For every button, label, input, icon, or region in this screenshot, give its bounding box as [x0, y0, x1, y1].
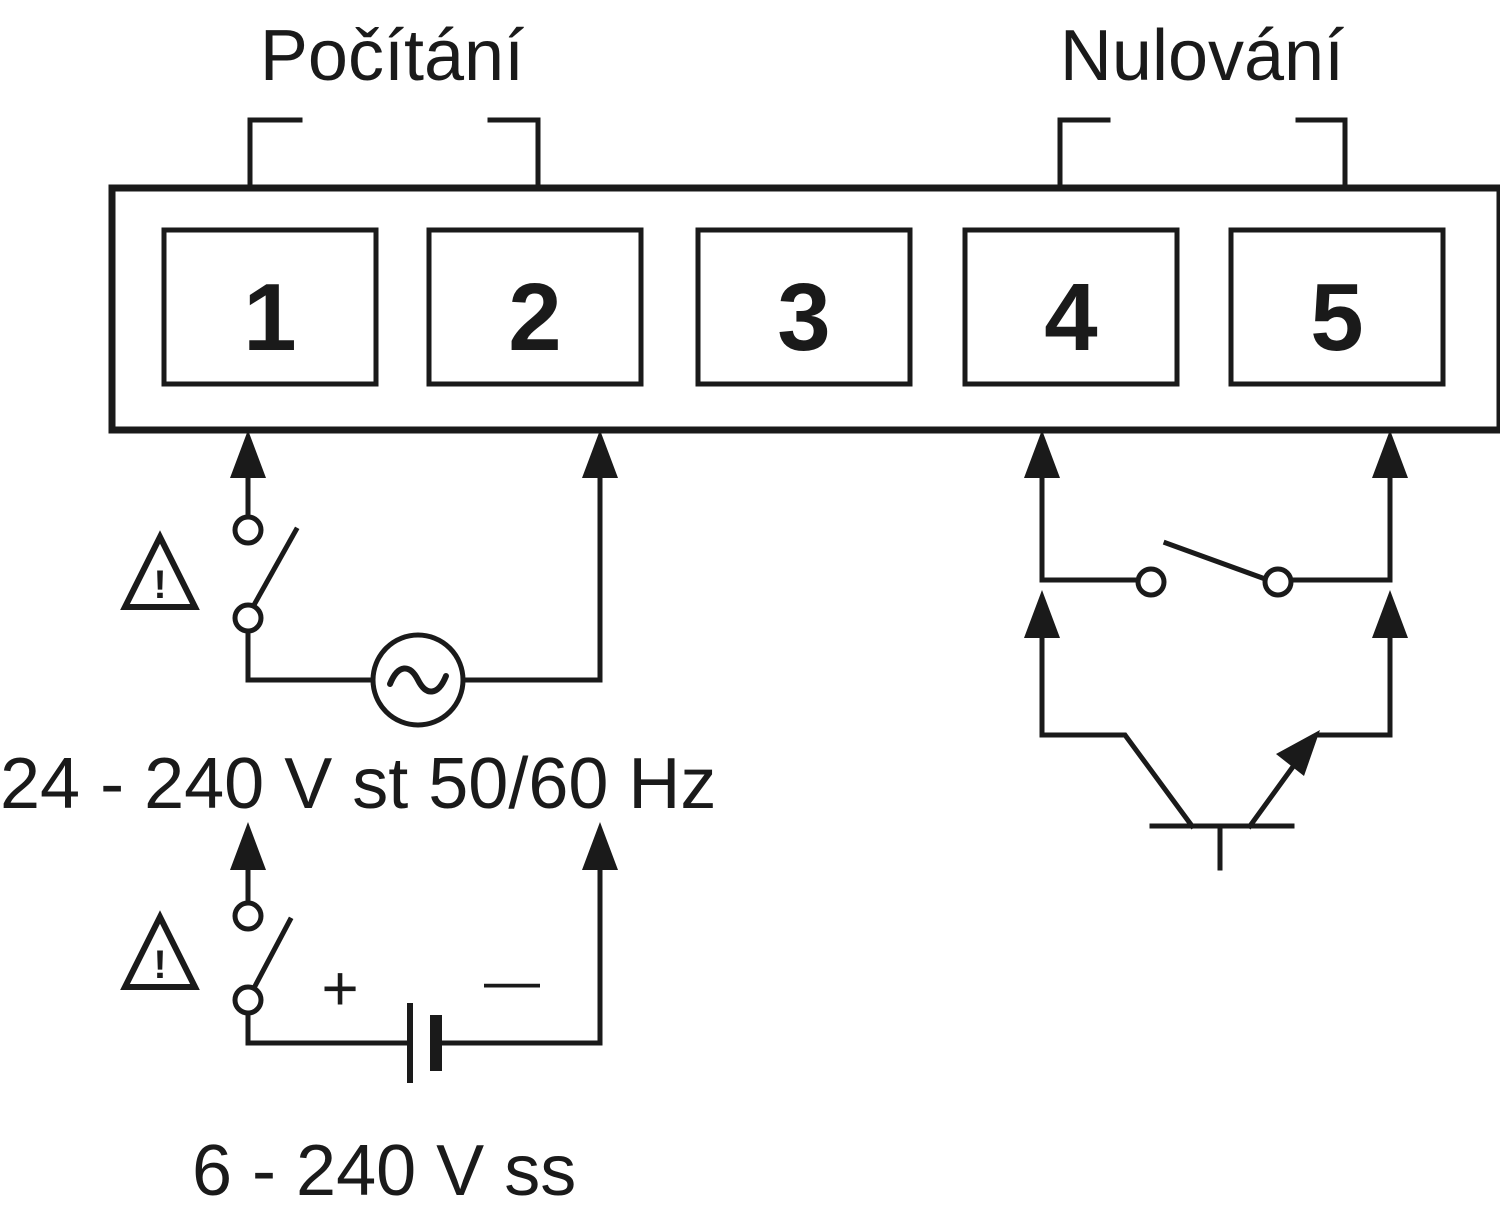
reset-switch-blade: [1162, 539, 1272, 584]
arrow-to-terminal-5: [1372, 430, 1408, 478]
terminal-4: 4: [962, 227, 1180, 387]
terminal-1-number: 1: [243, 264, 296, 371]
reset-transistor-circuit: [1024, 590, 1408, 871]
warning-icon: !: [120, 530, 200, 610]
terminal-5: 5: [1228, 227, 1446, 387]
transistor-emitter-arrow: [1276, 730, 1320, 776]
reset-switch-circuit: [1024, 430, 1408, 598]
arrow-to-terminal-4: [1024, 430, 1060, 478]
transistor-emitter-lead: [1246, 764, 1296, 830]
arrow-to-terminal-2: [582, 430, 618, 478]
reset-bracket: [1057, 117, 1348, 191]
arrow-to-reset-left: [1024, 590, 1060, 638]
reset-label: Nulování: [1060, 16, 1344, 96]
counting-label: Počítání: [260, 16, 524, 96]
terminal-5-number: 5: [1310, 264, 1363, 371]
dc-switch-contact-bottom: [232, 984, 264, 1016]
warning-icon: !: [120, 910, 200, 990]
battery-minus-sign: —: [484, 949, 540, 1012]
terminal-1: 1: [161, 227, 379, 387]
svg-text:!: !: [153, 563, 166, 607]
switch-blade: [250, 526, 300, 609]
terminal-4-number: 4: [1044, 264, 1097, 371]
arrow-to-ac-left: [230, 822, 266, 870]
ac-counting-circuit: [230, 430, 618, 728]
reset-contact-left: [1135, 566, 1167, 598]
dc-switch-contact-top: [232, 900, 264, 932]
terminal-3: 3: [695, 227, 913, 387]
svg-text:!: !: [153, 943, 166, 987]
terminal-3-number: 3: [777, 264, 830, 371]
sine-wave-icon: [387, 665, 449, 695]
arrow-to-terminal-1: [230, 430, 266, 478]
terminal-2: 2: [426, 227, 644, 387]
terminal-2-number: 2: [508, 264, 561, 371]
dc-counting-circuit: + —: [230, 822, 618, 1083]
dc-switch-blade: [250, 916, 294, 992]
reset-contact-right: [1262, 566, 1294, 598]
arrow-to-reset-right: [1372, 590, 1408, 638]
ac-supply-label: 24 - 240 V st 50/60 Hz: [0, 744, 716, 824]
arrow-to-ac-right: [582, 822, 618, 870]
battery-negative-plate: [430, 1015, 442, 1071]
battery-plus-sign: +: [321, 952, 358, 1024]
dc-supply-label: 6 - 240 V ss: [192, 1131, 576, 1211]
switch-contact-bottom: [232, 602, 264, 634]
switch-contact-top: [232, 514, 264, 546]
counting-bracket: [247, 117, 541, 191]
